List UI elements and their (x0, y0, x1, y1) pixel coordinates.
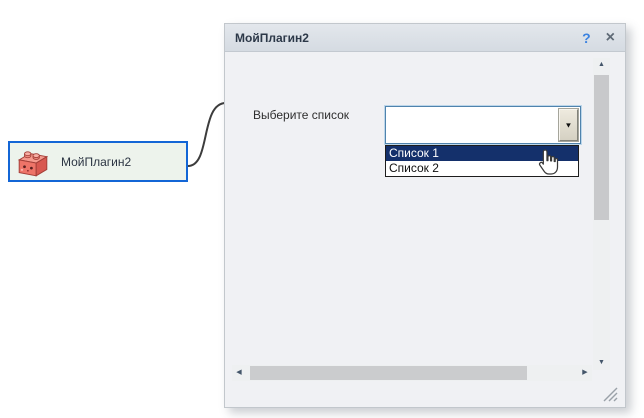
panel-header[interactable]: МойПлагин2 ? × (225, 24, 625, 52)
combobox-value (390, 107, 556, 143)
help-button[interactable]: ? (582, 29, 591, 46)
close-icon[interactable]: × (605, 28, 615, 46)
plugin-brick-icon (17, 150, 49, 177)
scroll-up-icon[interactable]: ▲ (598, 61, 605, 68)
horizontal-scrollbar-thumb[interactable] (250, 366, 527, 380)
scroll-left-icon[interactable]: ◀ (236, 369, 242, 376)
horizontal-scrollbar[interactable]: ◀ ▶ (232, 365, 592, 381)
node-label: МойПлагин2 (61, 154, 132, 169)
combobox-dropdown-button[interactable]: ▼ (558, 108, 579, 142)
droplist-option-2[interactable]: Список 2 (389, 161, 439, 175)
vertical-scrollbar-thumb[interactable] (594, 75, 609, 220)
combobox-label: Выберите список (253, 108, 350, 122)
plugin-node[interactable]: МойПлагин2 (8, 141, 188, 182)
scroll-down-icon[interactable]: ▼ (598, 359, 605, 366)
chevron-down-icon: ▼ (564, 120, 573, 130)
resize-grip-icon[interactable] (603, 387, 618, 402)
vertical-scrollbar[interactable]: ▲ ▼ (593, 58, 610, 370)
plugin-panel: МойПлагин2 ? × Выберите список ▼ Список … (224, 23, 626, 408)
combobox-droplist: Список 1 Список 2 (385, 145, 579, 177)
panel-title: МойПлагин2 (235, 30, 309, 45)
droplist-option-1[interactable]: Список 1 (386, 146, 578, 161)
scroll-right-icon[interactable]: ▶ (582, 369, 588, 376)
list-combobox[interactable]: ▼ (385, 106, 581, 144)
